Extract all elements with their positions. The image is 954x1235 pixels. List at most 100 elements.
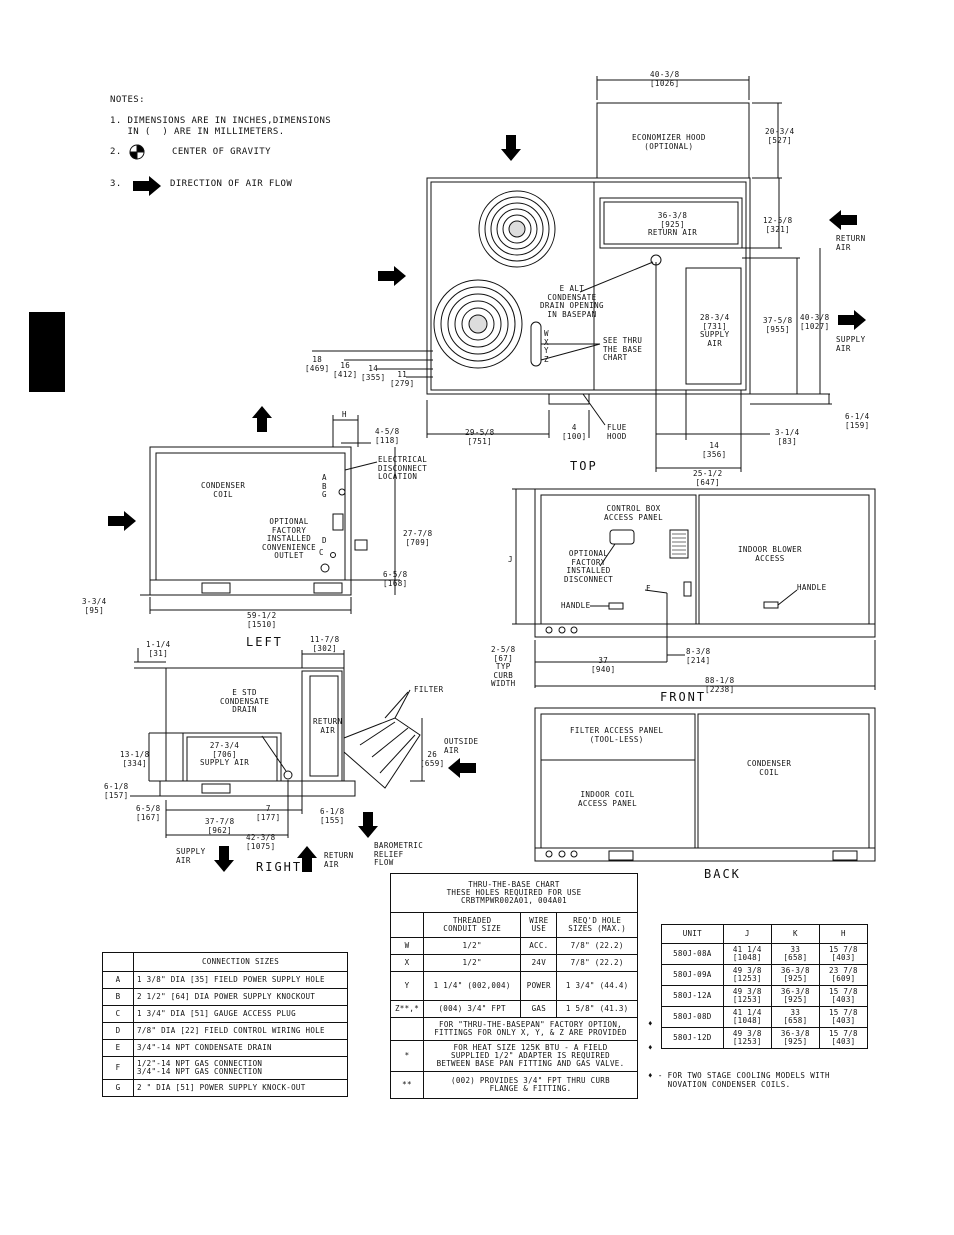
return-air-label: RETURN AIR xyxy=(836,234,866,252)
notes-heading: NOTES: xyxy=(110,95,145,105)
alt-condensate-drain: E ALT CONDENSATE DRAIN OPENING IN BASEPA… xyxy=(540,284,604,319)
dim-40-3-8-side: 40-3/8 [1027] xyxy=(800,313,830,331)
filter-access-panel: FILTER ACCESS PANEL (TOOL-LESS) xyxy=(570,726,664,744)
note-2-number: 2. xyxy=(110,147,122,157)
return-air-right: RETURN AIR xyxy=(313,717,343,735)
dim-6-1-8: 6-1/8 [157] xyxy=(104,782,129,800)
thru-base-note-3: (002) PROVIDES 3/4" FPT THRU CURB FLANGE… xyxy=(423,1071,638,1099)
dim-16: 16 [412] xyxy=(333,361,358,379)
supply-air-label: SUPPLY AIR xyxy=(836,335,866,353)
dim-h: H xyxy=(342,410,347,419)
dim-4: 4 [100] xyxy=(562,423,587,441)
condenser-coil-left: CONDENSER COIL xyxy=(201,481,246,499)
dim-7: 7 [177] xyxy=(256,804,281,822)
dim-11-7-8: 11-7/8 [302] xyxy=(310,635,340,653)
section-tab xyxy=(29,312,65,392)
dim-6-5-8-right: 6-5/8 [167] xyxy=(136,804,161,822)
dim-37-7-8: 37-7/8 [962] xyxy=(205,817,235,835)
dim-42-3-8: 42-3/8 [1075] xyxy=(246,833,276,851)
economizer-hood-label: ECONOMIZER HOOD (OPTIONAL) xyxy=(632,133,706,151)
note-2: CENTER OF GRAVITY xyxy=(172,147,271,157)
note-3: DIRECTION OF AIR FLOW xyxy=(170,179,293,189)
supply-air-opening: 28-3/4 [731] SUPPLY AIR xyxy=(700,313,730,348)
dim-13-1-8: 13-1/8 [334] xyxy=(120,750,150,768)
col-unit: UNIT xyxy=(661,924,724,944)
supply-air-right: 27-3/4 [706] SUPPLY AIR xyxy=(200,741,250,767)
unit-table-footnote: ♦ - FOR TWO STAGE COOLING MODELS WITH NO… xyxy=(648,1071,830,1089)
col-k: K xyxy=(770,924,820,944)
dim-8-3-8: 8-3/8 [214] xyxy=(686,647,711,665)
note-2-marker: * xyxy=(390,1040,424,1072)
dim-2-5-8-curb: 2-5/8 [67] TYP CURB WIDTH xyxy=(491,645,516,688)
condenser-coil-back: CONDENSER COIL xyxy=(747,759,792,777)
view-label-back: BACK xyxy=(704,867,741,881)
return-air-arrow-label: RETURN AIR xyxy=(324,851,354,869)
supply-air-arrow-label: SUPPLY AIR xyxy=(176,847,206,865)
std-condensate-drain: E STD CONDENSATE DRAIN xyxy=(220,688,270,714)
indoor-blower-access: INDOOR BLOWER ACCESS xyxy=(738,545,802,563)
convenience-outlet-label: OPTIONAL FACTORY INSTALLED CONVENIENCE O… xyxy=(262,517,317,560)
view-label-top: TOP xyxy=(570,459,598,473)
dim-29-5-8: 29-5/8 [751] xyxy=(465,428,495,446)
dim-14: 14 [355] xyxy=(361,364,386,382)
indoor-coil-access-panel: INDOOR COIL ACCESS PANEL xyxy=(578,790,637,808)
dim-37-5-8: 37-5/8 [955] xyxy=(763,316,793,334)
dim-j: J xyxy=(508,555,513,564)
return-air-opening: 36-3/8 [925] RETURN AIR xyxy=(648,211,698,237)
barometric-relief-label: BAROMETRIC RELIEF FLOW xyxy=(374,841,424,867)
view-label-right: RIGHT xyxy=(256,860,303,874)
dim-4-5-8: 4-5/8 [118] xyxy=(375,427,400,445)
col-wire-use: WIRE USE xyxy=(520,912,558,938)
dim-26: 26 [659] xyxy=(420,750,445,768)
col-h: H xyxy=(818,924,869,944)
see-thru-base-chart: SEE THRU THE BASE CHART xyxy=(603,336,643,362)
note-1b: IN ( ) ARE IN MILLIMETERS. xyxy=(110,127,285,137)
outside-air-label: OUTSIDE AIR xyxy=(444,737,479,755)
optional-disconnect: OPTIONAL FACTORY INSTALLED DISCONNECT xyxy=(564,549,614,584)
connection-sizes-header: CONNECTION SIZES xyxy=(133,952,348,972)
dim-1-1-4: 1-1/4 [31] xyxy=(146,640,171,658)
col-hole-size: REQ'D HOLE SIZES (MAX.) xyxy=(556,912,638,938)
control-box-access-panel: CONTROL BOX ACCESS PANEL xyxy=(604,504,663,522)
col-conduit-size: THREADED CONDUIT SIZE xyxy=(422,912,522,938)
note-1a: 1. DIMENSIONS ARE IN INCHES,DIMENSIONS xyxy=(110,116,332,126)
view-label-left: LEFT xyxy=(246,635,283,649)
connection-c: C xyxy=(319,548,324,557)
dim-3-3-4: 3-3/4 [95] xyxy=(82,597,107,615)
note-3-number: 3. xyxy=(110,179,122,189)
dim-6-5-8-left: 6-5/8 [168] xyxy=(383,570,408,588)
unit-marker-1: ♦ xyxy=(648,1019,653,1028)
dim-18: 18 [469] xyxy=(305,355,330,373)
dim-3-1-4: 3-1/4 [83] xyxy=(775,428,800,446)
electrical-disconnect-location: ELECTRICAL DISCONNECT LOCATION xyxy=(378,455,428,481)
dim-27-7-8: 27-7/8 [709] xyxy=(403,529,433,547)
connections-abg: A B G xyxy=(322,473,327,499)
dim-6-1-8-right: 6-1/8 [155] xyxy=(320,807,345,825)
thru-base-note-2: FOR HEAT SIZE 125K BTU - A FIELD SUPPLIE… xyxy=(423,1040,638,1072)
handle-label-2: HANDLE xyxy=(797,583,827,592)
col-j: J xyxy=(722,924,772,944)
connection-d: D xyxy=(322,536,327,545)
dim-20-3-4: 20-3/4 [527] xyxy=(765,127,795,145)
thru-base-note-1: FOR "THRU-THE-BASEPAN" FACTORY OPTION, F… xyxy=(423,1017,638,1041)
thru-the-base-chart: THRU-THE-BASE CHART THESE HOLES REQUIRED… xyxy=(390,873,638,1099)
wxyz-holes: W X Y Z xyxy=(544,329,549,364)
unit-marker-2: ♦ xyxy=(648,1043,653,1052)
dim-59-1-2: 59-1/2 [1510] xyxy=(247,611,277,629)
connection-f: F xyxy=(646,584,651,593)
